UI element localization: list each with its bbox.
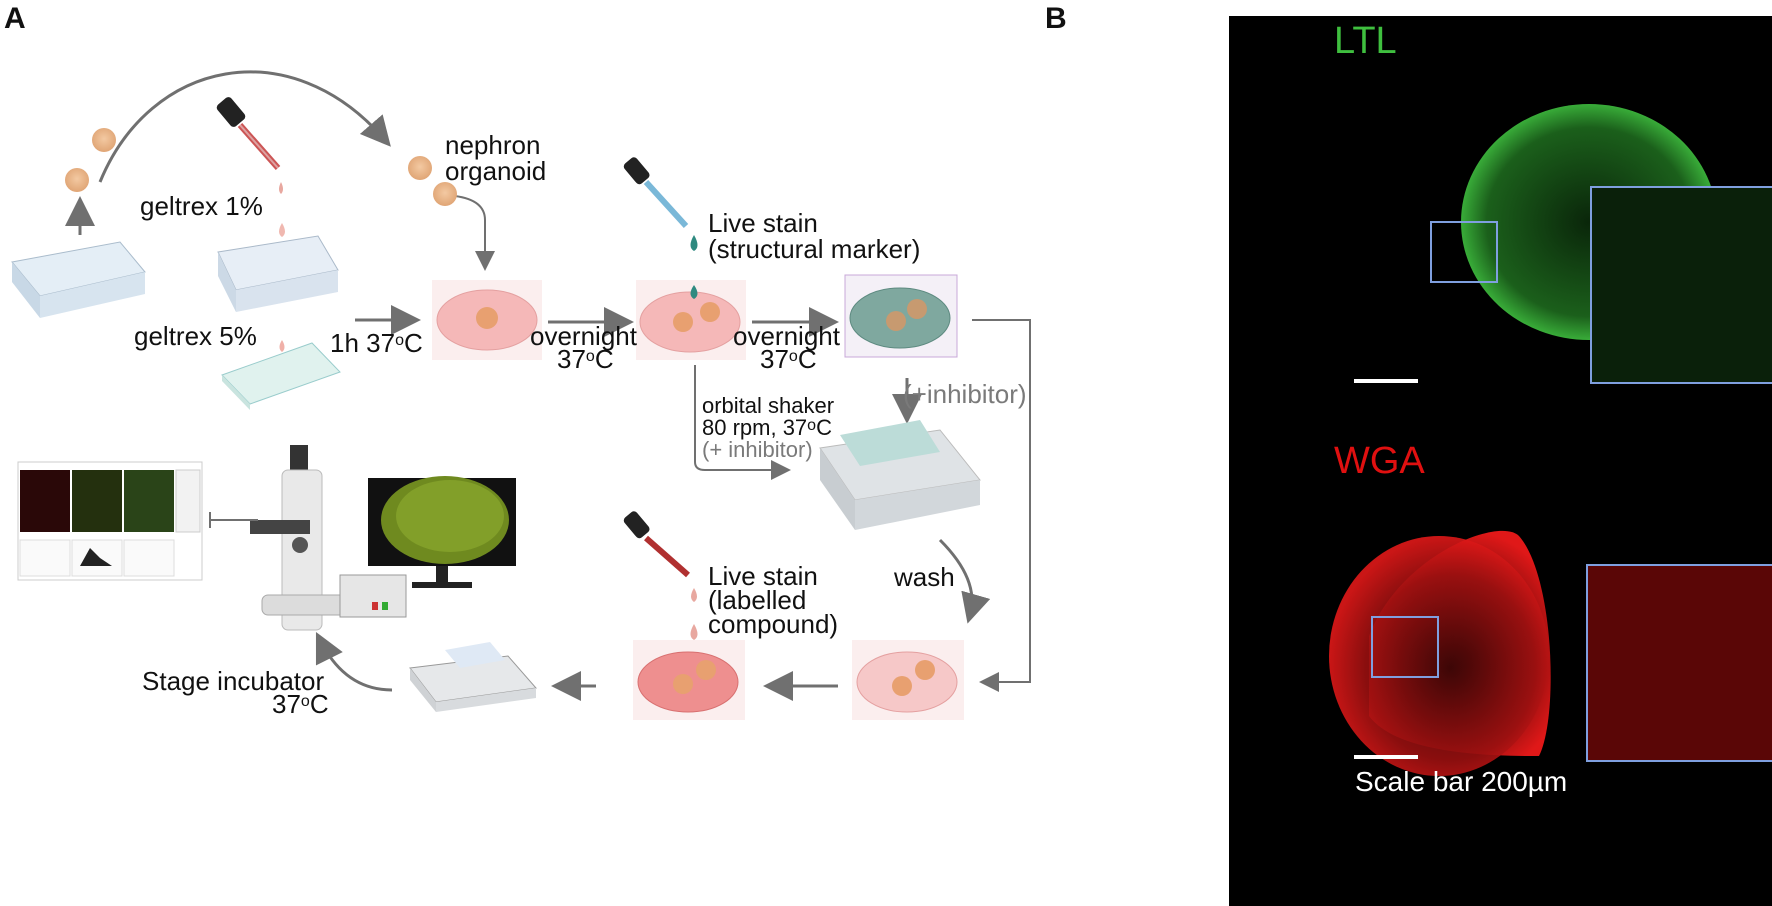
monitor [368, 476, 516, 588]
microscopy-panel: LTL WGA Scale bar 200µm [1229, 16, 1772, 906]
wga-label: WGA [1334, 440, 1425, 482]
chamber-slide [221, 342, 341, 410]
microscope [250, 445, 353, 631]
temp-2-label: 37oC [760, 344, 817, 374]
organoid-icon [408, 156, 432, 180]
scale-bar-label: Scale bar 200µm [1355, 766, 1568, 797]
overnight-2-label: overnight [733, 321, 840, 351]
stage-incubator-label: Stage incubator [142, 666, 325, 696]
ltl-label: LTL [1334, 20, 1397, 62]
culture-dish-4 [852, 640, 964, 720]
culture-dish-1 [432, 280, 542, 360]
panel-label-a: A [4, 2, 26, 35]
inhibitor-label: (+inhibitor) [903, 379, 1027, 409]
dropper-icon [623, 511, 690, 578]
wash-label: wash [894, 562, 955, 592]
temp-1-label: 37oC [557, 344, 614, 374]
dropper-icon [216, 97, 281, 170]
culture-dish-3 [844, 274, 958, 358]
dropper-icon [623, 157, 689, 229]
orbital-shaker-label: orbital shaker 80 rpm, 37oC (+ inhibitor… [702, 393, 835, 462]
well-plate-96 [11, 241, 146, 318]
incubation-label: 1h 37oC [330, 328, 423, 358]
controller-box [339, 574, 407, 618]
geltrex-1-label: geltrex 1% [140, 191, 263, 221]
live-stain-structural-label: Live stain(structural marker) [708, 208, 921, 264]
microscopy-images [1329, 104, 1772, 776]
scale-bar-top [1354, 379, 1418, 383]
overnight-1-label: overnight [530, 321, 637, 351]
organoid-icon [92, 128, 116, 152]
stage-incubator [409, 642, 537, 712]
analysis-screenshot [17, 461, 203, 581]
organoid-icon [65, 168, 89, 192]
ltl-inset-image [1590, 186, 1772, 384]
stage-temp-label: 37oC [272, 689, 329, 719]
scale-bar-bottom [1354, 755, 1418, 759]
geltrex-5-label: geltrex 5% [134, 321, 257, 351]
well-plate-24 [217, 235, 339, 312]
panel-label-b: B [1045, 2, 1067, 35]
workflow-diagram [11, 70, 1031, 720]
organoid-icon [433, 182, 457, 206]
wga-organoid-image [1329, 530, 1551, 776]
culture-dish-5 [633, 640, 745, 720]
orbital-shaker [819, 420, 981, 530]
wga-inset-image [1586, 564, 1772, 762]
